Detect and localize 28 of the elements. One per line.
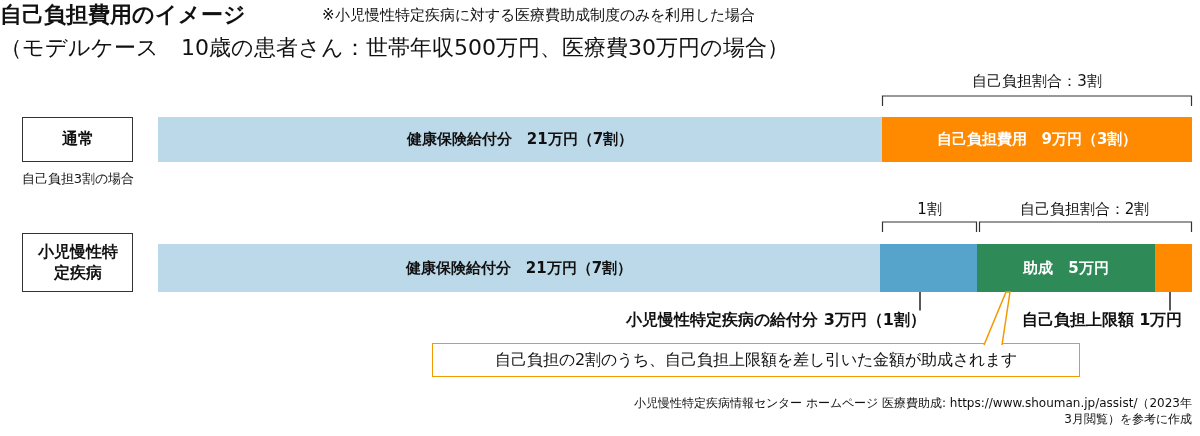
bracket-label: 自己負担割合：3割 <box>971 72 1103 91</box>
bracket-label: 自己負担割合：2割 <box>1018 200 1151 219</box>
row-caption: 自己負担3割の場合 <box>20 170 136 188</box>
leader-text: 自己負担上限額 1万円 <box>1006 310 1198 336</box>
segment-label: 助成 5万円 <box>1023 258 1109 278</box>
leader-line <box>983 291 1011 346</box>
callout-text: 自己負担の2割のうち、自己負担上限額を差し引いた金額が助成されます <box>494 349 1018 371</box>
source-note: 小児慢性特定疾病情報センター ホームページ 医療費助成: https://www.shouman.jp/assist/（2023年3月閲覧）を参考に作成 <box>633 396 1192 428</box>
subtitle: （モデルケース 10歳の患者さん：世帯年収500万円、医療費30万円の場合） <box>0 34 789 62</box>
leader-text: 小児慢性特定疾病の給付分 3万円（1割） <box>600 310 952 336</box>
leader-line <box>1169 291 1171 312</box>
title: 自己負担費用のイメージ <box>0 1 246 29</box>
segment-label: 健康保険給付分 21万円（7割） <box>406 130 634 149</box>
row-label-box <box>22 233 133 292</box>
segment-label: 健康保険給付分 21万円（7割） <box>405 258 633 278</box>
segment-label: 自己負担費用 9万円（3割） <box>936 130 1138 149</box>
row-label-box <box>22 117 133 162</box>
note-text: ※小児慢性特定疾病に対する医療費助成制度のみを利用した場合 <box>322 6 755 25</box>
bar-segment <box>880 244 977 292</box>
bracket-label: 1割 <box>916 200 943 219</box>
leader-line <box>919 291 921 312</box>
bar-segment <box>158 244 880 292</box>
bar-segment <box>977 244 1155 292</box>
bar-segment <box>882 117 1192 162</box>
row-label: 小児慢性特定疾病 <box>37 241 118 284</box>
bar-segment <box>1155 244 1192 292</box>
row-label: 通常 <box>61 129 94 150</box>
bar-segment <box>158 117 882 162</box>
